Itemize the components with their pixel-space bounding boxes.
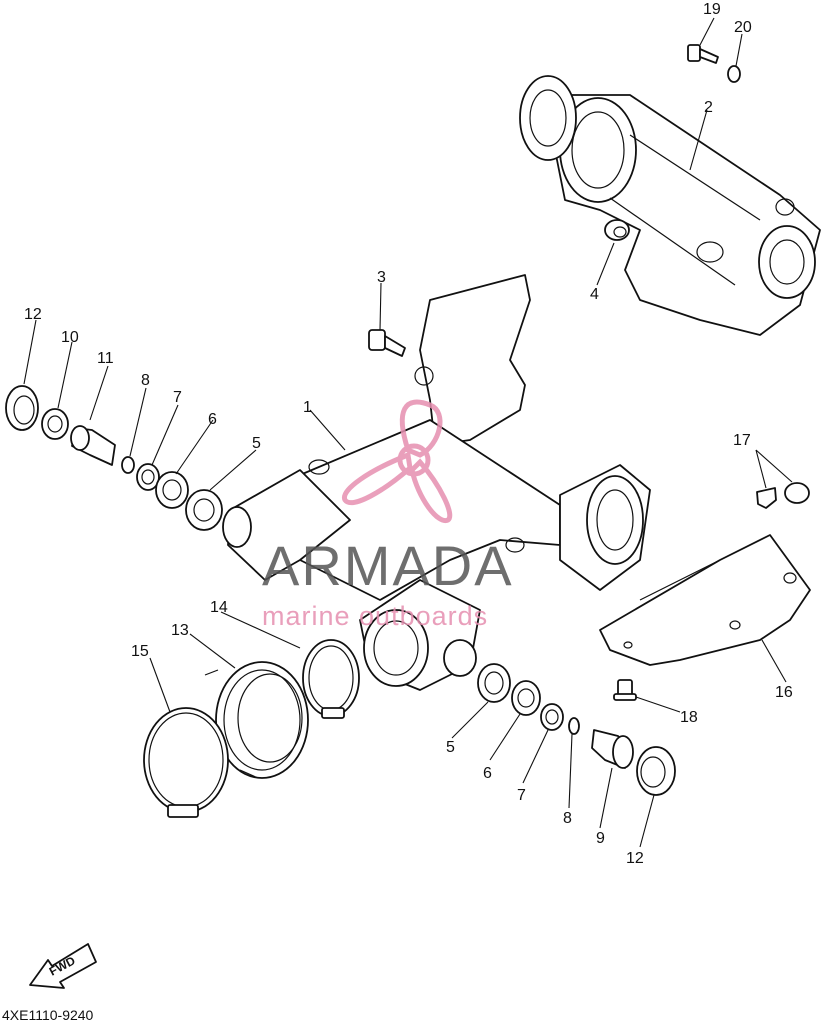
screw-part-18 (613, 679, 637, 701)
label-part-3: 3 (377, 269, 386, 286)
label-part-9: 9 (596, 830, 605, 847)
label-part-17: 17 (733, 432, 751, 449)
cap-part-12-right (636, 746, 676, 796)
collar-part-10 (41, 408, 69, 440)
cap-part-12-left (5, 385, 39, 431)
label-part-8-right: 8 (563, 810, 572, 827)
label-part-6-left: 6 (208, 411, 217, 428)
seal-part-7-right (540, 703, 564, 731)
fwd-arrow-icon: FWD (29, 943, 97, 989)
boot-part-13 (204, 661, 309, 779)
bearing-part-6-left (155, 471, 189, 509)
label-part-2: 2 (704, 99, 713, 116)
washer-part-20 (727, 65, 741, 83)
label-part-15: 15 (131, 643, 149, 660)
part-labels: 1 2 3 4 5 5 6 6 7 7 8 8 9 10 11 12 12 13… (24, 1, 793, 867)
bearing-part-6-right (511, 680, 541, 716)
label-part-1: 1 (303, 399, 312, 416)
label-part-5-left: 5 (252, 435, 261, 452)
label-part-20: 20 (734, 19, 752, 36)
label-part-18: 18 (680, 709, 698, 726)
clamp-part-14 (302, 639, 360, 719)
label-part-7-right: 7 (517, 787, 526, 804)
cover-part-16 (599, 534, 811, 666)
cap-part-17 (756, 482, 810, 509)
label-part-11: 11 (97, 350, 114, 367)
seal-part-7-left (136, 463, 160, 491)
propeller-logo-icon (342, 399, 453, 523)
clamp-part-15 (143, 707, 229, 818)
label-part-8-left: 8 (141, 372, 150, 389)
bearing-part-5-left (185, 489, 223, 531)
shaft-part-11 (70, 425, 116, 466)
watermark-brand: ARMADA (262, 534, 514, 597)
label-part-16: 16 (775, 684, 793, 701)
label-part-10: 10 (61, 329, 79, 346)
label-part-7-left: 7 (173, 389, 182, 406)
label-part-4: 4 (590, 286, 599, 303)
o-ring-part-8-right (568, 717, 580, 735)
label-part-13: 13 (171, 622, 189, 639)
label-part-5-right: 5 (446, 739, 455, 756)
label-part-6-right: 6 (483, 765, 492, 782)
bearing-part-5-right (477, 663, 511, 703)
watermark-tagline: marine outboards (262, 601, 488, 631)
shaft-part-9 (591, 729, 634, 769)
swing-arm-part-1 (222, 274, 651, 691)
label-part-14: 14 (210, 599, 228, 616)
sleeve-part-4 (604, 219, 630, 241)
drawing-code: 4XE1110-9240 (2, 1007, 94, 1023)
o-ring-part-8-left (121, 456, 135, 474)
bolt-part-3 (368, 329, 406, 357)
label-part-12-left: 12 (24, 306, 42, 323)
leader-lines (23, 17, 793, 848)
bolt-part-19 (687, 44, 719, 64)
armada-watermark: ARMADA marine outboards (262, 399, 514, 631)
housing-tube-part-2 (519, 75, 821, 336)
label-part-19: 19 (703, 1, 721, 18)
label-part-12-right: 12 (626, 850, 644, 867)
